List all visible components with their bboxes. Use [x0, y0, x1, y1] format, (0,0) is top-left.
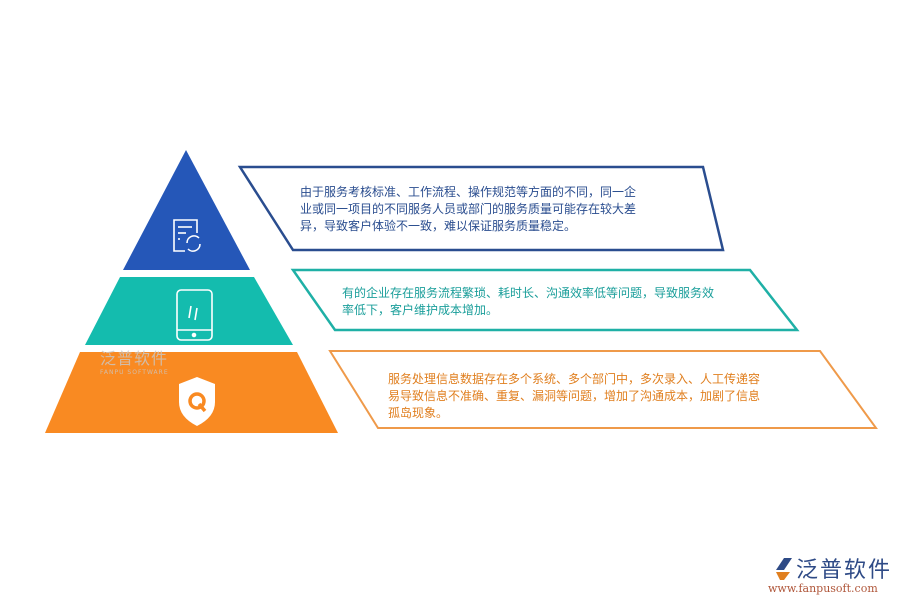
text-line: 有的企业存在服务流程繁琐、耗时长、沟通效率低等问题，导致服务效	[342, 286, 715, 300]
document-refresh-icon	[173, 219, 201, 252]
tier-3-description: 服务处理信息数据存在多个系统、多个部门中，多次录入、人工传递容 易导致信息不准确…	[388, 371, 760, 422]
shield-q-icon	[179, 377, 215, 426]
logo-name: 泛普软件	[796, 558, 893, 583]
text-line: 由于服务考核标准、工作流程、操作规范等方面的不同，同一企	[300, 185, 637, 199]
watermark: 泛普软件 FANPU SOFTWARE	[80, 345, 169, 376]
text-line: 服务处理信息数据存在多个系统、多个部门中，多次录入、人工传递容	[388, 372, 761, 386]
text-line: 易导致信息不准确、重复、漏洞等问题，增加了沟通成本，加剧了信息	[388, 389, 761, 403]
text-line: 率低下，客户维护成本增加。	[342, 303, 499, 317]
text-box-2	[290, 268, 800, 332]
fanpu-logo-mark	[776, 558, 792, 580]
pyramid-tier-2	[85, 277, 293, 345]
text-line: 孤岛现象。	[388, 406, 449, 420]
tier-2-description: 有的企业存在服务流程繁琐、耗时长、沟通效率低等问题，导致服务效 率低下，客户维护…	[342, 285, 714, 319]
pyramid-tier-1	[123, 150, 250, 270]
text-box-1	[237, 165, 725, 252]
text-line: 业或同一项目的不同服务人员或部门的服务质量可能存在较大差	[300, 202, 637, 216]
brand-logo: 泛普软件 www.fanpusoft.com	[768, 552, 892, 595]
logo-url: www.fanpusoft.com	[768, 582, 878, 595]
watermark-sub: FANPU SOFTWARE	[100, 369, 169, 376]
text-box-3	[328, 350, 878, 429]
text-line: 异，导致客户体验不一致，难以保证服务质量稳定。	[300, 219, 577, 233]
mobile-phone-icon	[176, 289, 213, 341]
tier-1-description: 由于服务考核标准、工作流程、操作规范等方面的不同，同一企 业或同一项目的不同服务…	[300, 184, 636, 235]
watermark-name: 泛普软件	[100, 349, 169, 368]
